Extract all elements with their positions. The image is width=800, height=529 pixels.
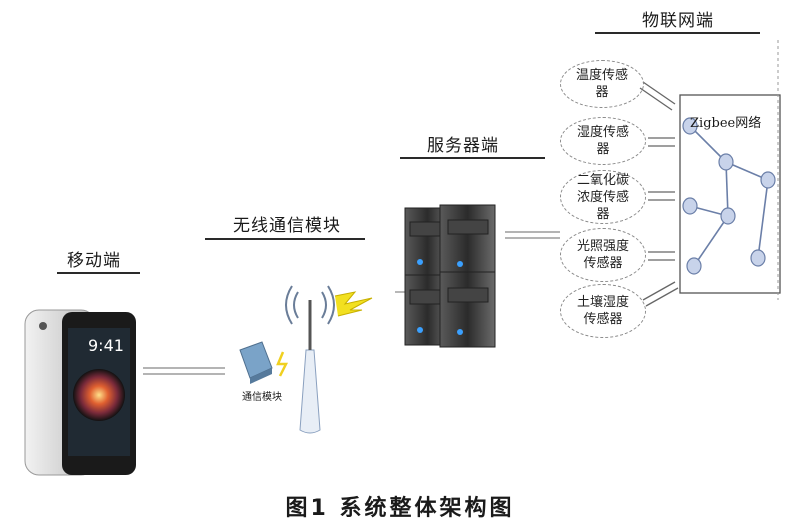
phone-time: 9:41 [88,336,124,355]
wireless-title: 无线通信模块 [233,216,341,236]
server-underline [400,157,545,159]
mobile-phone-image [24,309,136,476]
comm-module-label: 通信模块 [242,392,282,403]
mobile-title: 移动端 [67,251,121,271]
figure-caption: 图1 系统整体架构图 [285,496,515,521]
server-iot-arrows [505,231,560,239]
comm-module-image [239,341,289,384]
sensor-humidity: 湿度传感器 [560,117,646,165]
wireless-antenna-image [285,285,373,434]
sensor-zigbee-arrows [639,81,679,307]
sensor-temperature: 温度传感器 [560,60,644,108]
iot-underline [595,32,760,34]
sensor-light: 光照强度传感器 [560,228,646,282]
mobile-underline [57,272,140,274]
iot-title: 物联网端 [642,11,714,31]
sensor-soil-humidity: 土壤湿度传感器 [560,284,646,338]
wireless-underline [205,238,365,240]
zigbee-network-box [679,40,781,300]
server-title: 服务器端 [427,136,499,156]
phone-module-arrows [143,367,225,375]
zigbee-label: Zigbee网络 [690,116,762,131]
server-image [404,204,496,348]
sensor-co2: 二氧化碳浓度传感器 [560,170,646,224]
